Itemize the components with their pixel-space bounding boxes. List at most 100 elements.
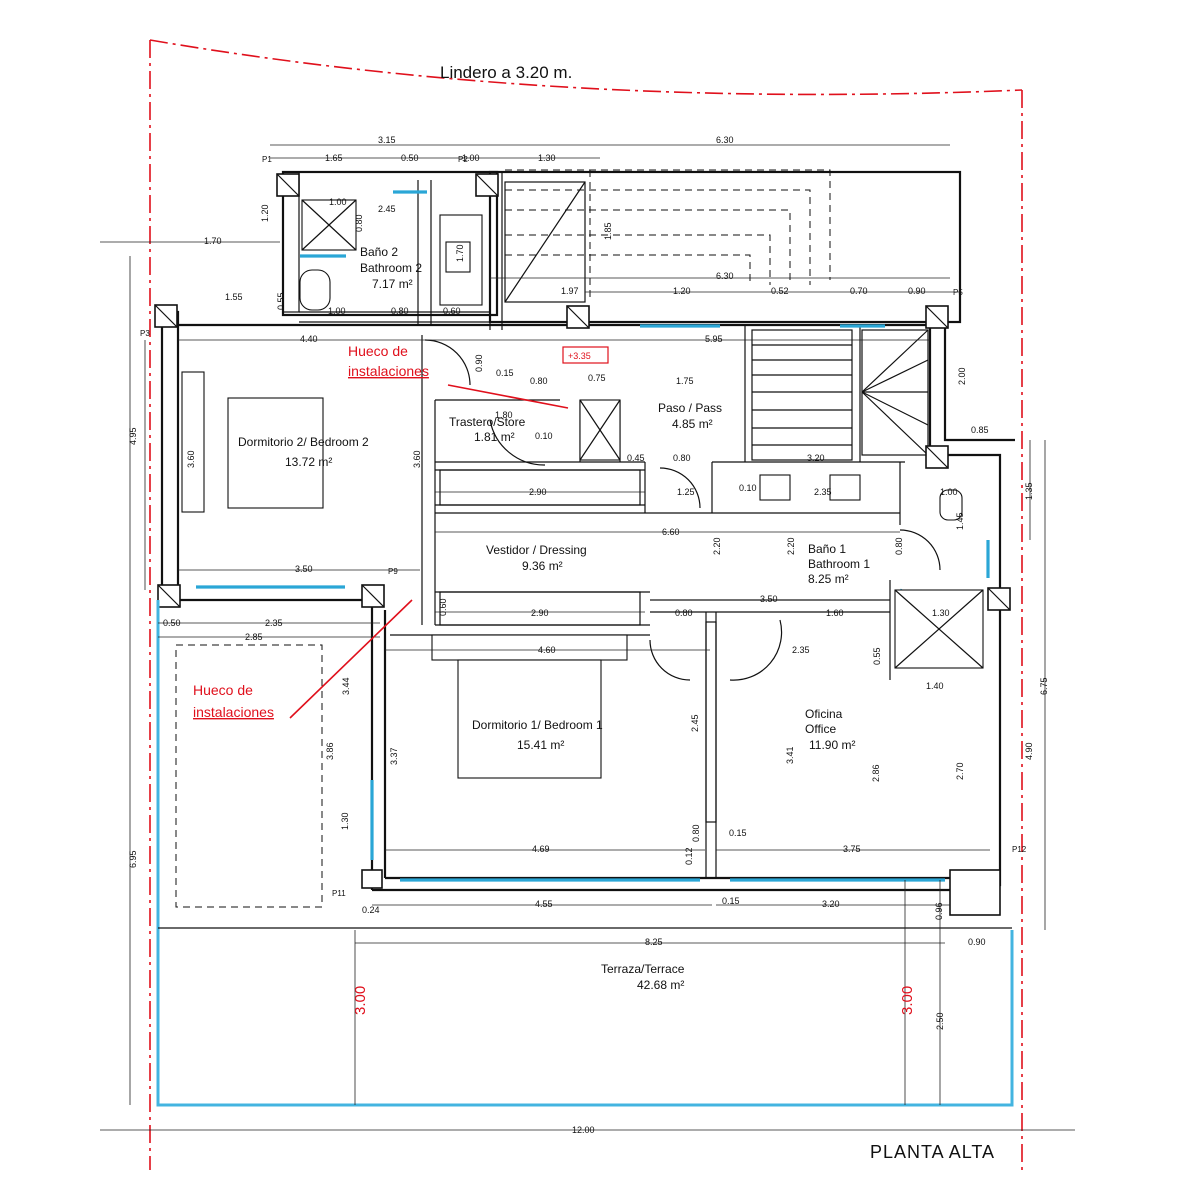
room-terrace-name: Terraza/Terrace <box>601 962 685 976</box>
dim-label: 0.10 <box>535 431 553 441</box>
room-bed2-area: 13.72 m² <box>285 455 332 469</box>
dim-label: 2.86 <box>871 764 881 782</box>
dim-label: 3.75 <box>843 844 861 854</box>
dim-label: 1.00 <box>462 153 480 163</box>
dim-label: 2.45 <box>690 714 700 732</box>
dim-label: 2.20 <box>712 537 722 555</box>
dim-label: 6.75 <box>1039 677 1049 695</box>
bed-2 <box>181 371 324 513</box>
dim-label: 0.90 <box>474 354 484 372</box>
dim-label: 0.80 <box>673 453 691 463</box>
dim-label: 3.37 <box>389 747 399 765</box>
dim-label: 1.70 <box>455 244 465 262</box>
columns <box>154 173 1011 916</box>
dimension-lines <box>100 144 1075 1131</box>
dim-label: 3.15 <box>378 135 396 145</box>
dim-label: 0.55 <box>276 292 286 310</box>
dim-label: 6.95 <box>128 850 138 868</box>
column-p1: P1 <box>262 155 272 164</box>
setback-left: 3.00 <box>352 986 369 1015</box>
dim-label: 0.60 <box>438 598 448 616</box>
shaft-arrow-2 <box>289 599 413 719</box>
column-p11: P11 <box>332 889 346 898</box>
dim-label: 0.12 <box>684 847 694 865</box>
dim-label: 0.50 <box>401 153 419 163</box>
dim-label: 1.80 <box>495 410 513 420</box>
dim-label: 0.80 <box>675 608 693 618</box>
dim-label: 2.00 <box>957 367 967 385</box>
dimension-labels: 3.15 6.30 1.65 0.50 1.00 1.30 1.70 1.20 … <box>128 135 1049 1135</box>
dim-label: 0.70 <box>850 286 868 296</box>
room-dressing-area: 9.36 m² <box>522 559 563 573</box>
dim-label: 1.55 <box>225 292 243 302</box>
dim-label: 4.95 <box>128 427 138 445</box>
dim-label: 2.85 <box>245 632 263 642</box>
dim-label: 0.80 <box>894 537 904 555</box>
dim-label: 1.20 <box>260 204 270 222</box>
dim-label: 1.85 <box>603 222 613 240</box>
dim-label: 8.25 <box>645 937 663 947</box>
dim-label: 3.86 <box>325 742 335 760</box>
dim-label: 1.00 <box>329 197 347 207</box>
dim-label: 1.60 <box>826 608 844 618</box>
dim-label: 0.80 <box>530 376 548 386</box>
room-office-name: Oficina <box>805 707 843 721</box>
column-p5: P5 <box>953 288 963 297</box>
room-pass-name: Paso / Pass <box>658 401 722 415</box>
dim-label: 0.45 <box>627 453 645 463</box>
column-p2: P2 <box>458 155 468 164</box>
fixtures <box>299 199 984 669</box>
dim-label: 0.60 <box>443 306 461 316</box>
boundary-label: Lindero a 3.20 m. <box>440 63 572 82</box>
dim-label: 1.70 <box>204 236 222 246</box>
dim-label: 1.00 <box>328 306 346 316</box>
dim-label: 6.30 <box>716 271 734 281</box>
dim-label: 0.15 <box>496 368 514 378</box>
dim-label: 2.20 <box>786 537 796 555</box>
dim-label: 2.45 <box>378 204 396 214</box>
shaft-label-2-line1: Hueco de <box>193 682 253 698</box>
room-office-area: 11.90 m² <box>809 738 855 752</box>
dim-label-total-width: 12.00 <box>572 1125 595 1135</box>
dim-label: 0.96 <box>934 902 944 920</box>
room-bath2-name-en: Bathroom 2 <box>360 261 422 275</box>
level-marker: +3.35 <box>568 351 591 361</box>
dim-label: 0.90 <box>908 286 926 296</box>
room-labels: Baño 2 Bathroom 2 7.17 m² Dormitorio 2/ … <box>238 245 870 992</box>
staircase <box>751 329 929 461</box>
dim-label: 1.25 <box>677 487 695 497</box>
dim-label: 0.55 <box>872 647 882 665</box>
dim-label: 2.35 <box>814 487 832 497</box>
room-bed1-area: 15.41 m² <box>517 738 564 752</box>
column-p3: P3 <box>140 329 150 338</box>
level-box <box>562 346 609 364</box>
dim-label: 0.50 <box>163 618 181 628</box>
dim-label: 1.65 <box>325 153 343 163</box>
dim-label: 4.60 <box>538 645 556 655</box>
room-bath1-area: 8.25 m² <box>808 572 849 586</box>
dim-label: 0.80 <box>354 214 364 232</box>
dim-label: 3.41 <box>785 746 795 764</box>
dim-label: 1.45 <box>955 512 965 530</box>
dim-label: 1.35 <box>1024 482 1034 500</box>
annotations: Hueco de instalaciones Hueco de instalac… <box>193 343 916 1015</box>
bed-1 <box>431 634 628 779</box>
dim-label: 1.97 <box>561 286 579 296</box>
dim-label: 0.80 <box>691 824 701 842</box>
dim-label: 3.44 <box>341 677 351 695</box>
room-bed2-name: Dormitorio 2/ Bedroom 2 <box>238 435 369 449</box>
column-labels: P1 P2 P3 P5 P9 P11 P12 <box>140 155 1027 898</box>
column-p12: P12 <box>1012 845 1027 854</box>
dim-label: 3.50 <box>760 594 778 604</box>
dim-label: 0.90 <box>968 937 986 947</box>
dim-label: 0.10 <box>739 483 757 493</box>
setback-right: 3.00 <box>899 986 916 1015</box>
room-dressing-name: Vestidor / Dressing <box>486 543 587 557</box>
dim-label: 4.40 <box>300 334 318 344</box>
dim-label: 4.55 <box>535 899 553 909</box>
stair-void <box>504 181 586 303</box>
shaft-label-2-line2: instalaciones <box>193 704 274 720</box>
dim-label: 1.30 <box>932 608 950 618</box>
dim-label: 6.30 <box>716 135 734 145</box>
